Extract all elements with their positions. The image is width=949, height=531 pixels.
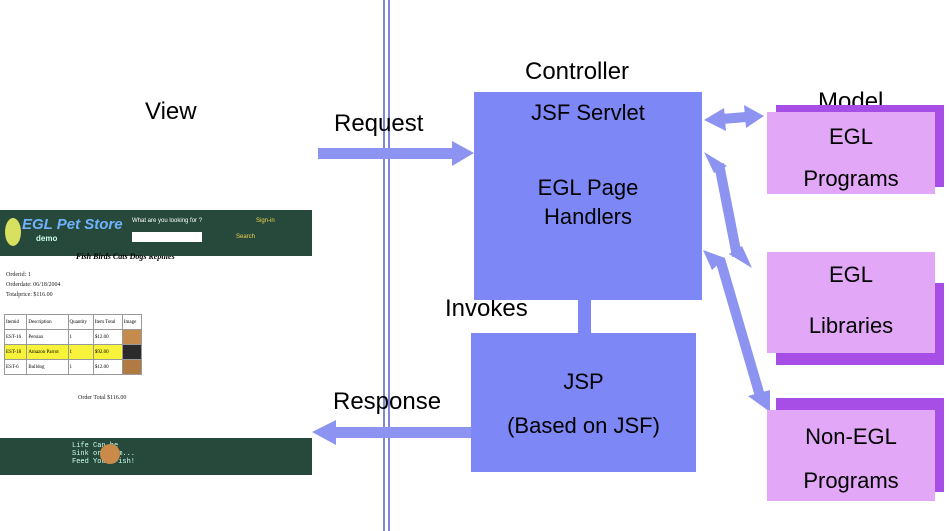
table-cell: $92.00 [92,344,123,360]
sign-in-link: Sign-in [256,218,275,224]
table-cell: EST-18 [3,344,28,360]
egl-programs-line2: Programs [803,166,899,191]
table-cell: 1 [67,344,94,360]
table-row: EST-16 Persian 1 $12.00 [3,329,143,345]
table-cell: EST-16 [3,329,28,345]
jsp-text: JSP [563,369,604,394]
non-egl-programs-box: Non-EGL Programs [767,410,935,501]
table-cell: Amazon Parrot [26,344,69,360]
non-egl-line1: Non-EGL [805,424,897,449]
table-header: Image [121,314,143,330]
pet-thumbnail [121,344,143,360]
footer-extension [142,438,312,475]
request-arrow [318,141,474,166]
egl-libraries-line2: Libraries [808,313,894,338]
view-controller-divider-2 [388,0,390,531]
table-header: Quantity [67,314,94,330]
egg-logo-icon [5,218,21,246]
table-row: EST-18 Amazon Parrot 1 $92.00 [3,344,143,360]
non-egl-line2: Programs [803,468,899,493]
response-arrow [312,420,471,445]
table-header-row: Itemid Description Quantity Item Total I… [3,314,143,330]
store-screenshot: EGL Pet Store demo Fish Birds Cats Dogs … [0,210,175,485]
order-date: Orderdate: 06/18/2004 [6,282,61,288]
page-handlers-text-2: Handlers [543,204,633,229]
search-input [132,232,202,242]
store-logo-text: EGL Pet Store [22,216,123,233]
libraries-link [714,163,742,257]
controller-label: Controller [525,58,630,85]
non-egl-arrowhead [748,390,770,412]
invokes-connector [578,300,591,334]
order-total-price: Totalprice: $116.00 [6,292,53,298]
table-cell: $12.00 [92,359,123,375]
search-link: Search [236,234,256,240]
order-id: Orderid: 1 [6,272,31,278]
libraries-arrowhead-top [704,152,727,173]
non-egl-link [715,257,765,398]
table-header: Itemid [3,314,28,330]
table-cell: Persian [26,329,69,345]
store-header: EGL Pet Store demo [0,210,142,256]
programs-arrowhead-right [744,105,764,128]
table-cell: 1 [67,329,94,345]
jsp-box: JSP (Based on JSF) [471,333,696,472]
table-header: Description [26,314,69,330]
store-footer: Life Can be Sink or Swim... Feed Your Fi… [0,438,142,475]
pet-thumbnail [121,329,143,345]
jsf-servlet-text: JSF Servlet [531,100,645,125]
non-egl-arrowhead-tail [703,250,725,270]
order-items-table: Itemid Description Quantity Item Total I… [3,314,143,375]
jsp-based-on-text: (Based on JSF) [507,413,660,438]
store-demo-text: demo [36,234,58,243]
response-label: Response [333,388,442,415]
page-handlers-text-1: EGL Page [537,175,639,200]
egl-programs-line1: EGL [828,124,874,149]
table-cell: 1 [67,359,94,375]
table-cell: $12.00 [92,329,123,345]
store-header-extension: What are you looking for ? Sign-in Searc… [132,210,312,256]
store-categories: Fish Birds Cats Dogs Reptiles [76,252,175,261]
fish-icon [100,444,120,464]
request-label: Request [334,110,424,137]
view-label: View [145,98,197,125]
table-row: EST-6 Bulldog 1 $12.00 [3,359,143,375]
egl-programs-box: EGL Programs [767,112,935,194]
table-header: Item Total [92,314,123,330]
programs-arrowhead-left [704,108,726,131]
egl-libraries-line1: EGL [828,262,874,287]
search-prompt: What are you looking for ? [132,218,203,224]
table-cell: Bulldog [26,359,69,375]
view-controller-divider [383,0,385,531]
programs-link [721,112,747,124]
table-cell: EST-6 [3,359,28,375]
controller-box: JSF Servlet EGL Page Handlers [474,92,702,300]
egl-libraries-box: EGL Libraries [767,252,935,353]
order-total: Order Total $116.00 [78,395,127,401]
pet-thumbnail [121,359,143,375]
libraries-arrowhead-bottom [729,246,752,268]
